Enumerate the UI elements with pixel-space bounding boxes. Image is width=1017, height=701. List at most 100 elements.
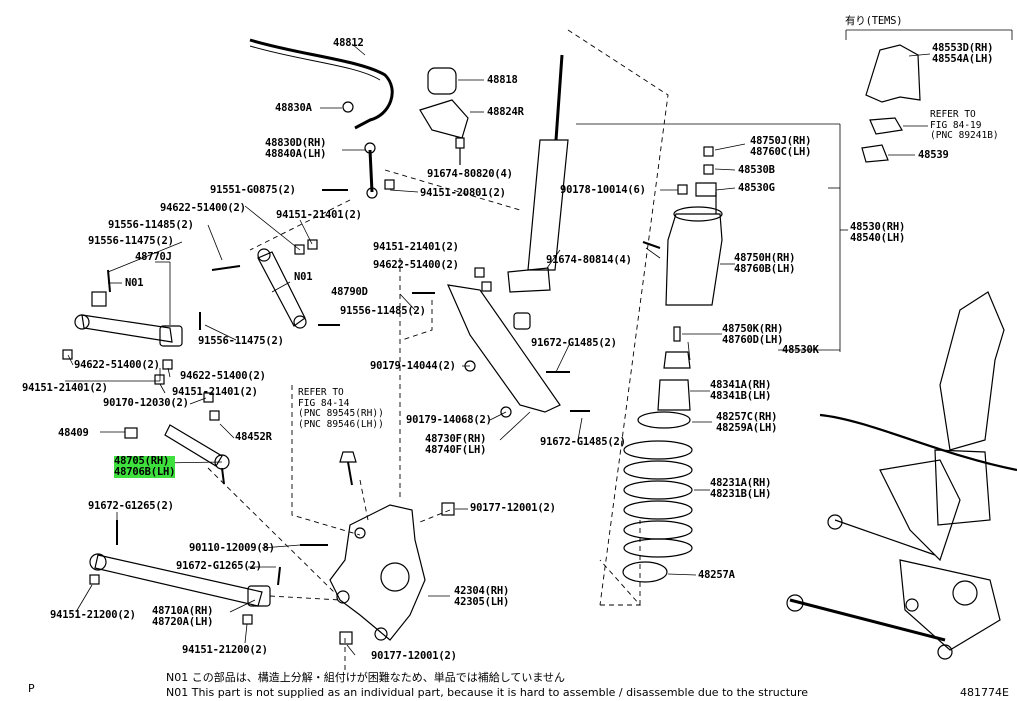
refer-line-1: REFER TO <box>298 387 344 398</box>
label-48554a-lh: 48554A(LH) <box>932 53 994 65</box>
tems-cover <box>865 44 921 103</box>
label-90110-12009[interactable]: 90110-12009(8) <box>189 542 275 554</box>
label-42305-lh: 42305(LH) <box>454 596 510 608</box>
stabilizer-bracket <box>419 99 469 139</box>
label-91551-g0875[interactable]: 91551-G0875(2) <box>210 184 296 196</box>
note-n01-japanese: N01 この部品は、構造上分解・組付けが困難なため、単品では補給していません <box>166 671 566 684</box>
assembled-view <box>939 291 1005 451</box>
label-90177-12001-a[interactable]: 90177-12001(2) <box>470 502 556 514</box>
refer-line-3: (PNC 89241B) <box>930 130 999 141</box>
label-48705-highlighted[interactable]: 48705(RH) 48706B(LH) <box>114 456 175 478</box>
label-48770j[interactable]: 48770J <box>135 251 172 263</box>
label-48830a[interactable]: 48830A <box>275 102 312 114</box>
label-94151-21200-b[interactable]: 94151-21200(2) <box>182 644 268 656</box>
label-91556-11475-b[interactable]: 91556-11475(2) <box>198 335 284 347</box>
label-94622-51400-d[interactable]: 94622-51400(2) <box>373 259 459 271</box>
upper-arm-48790d <box>257 251 306 327</box>
label-48730f[interactable]: 48730F(RH) 48740F(LH) <box>425 434 486 456</box>
label-48452r[interactable]: 48452R <box>235 431 272 443</box>
label-48231b-lh: 48231B(LH) <box>710 488 772 500</box>
label-n01-a[interactable]: N01 <box>125 277 144 289</box>
label-48530[interactable]: 48530(RH) 48540(LH) <box>850 222 905 244</box>
label-48830d[interactable]: 48830D(RH) 48840A(LH) <box>265 138 326 160</box>
label-48750k[interactable]: 48750K(RH) 48760D(LH) <box>722 324 783 346</box>
label-94151-21401-b[interactable]: 94151-21401(2) <box>22 382 108 394</box>
label-94151-20801[interactable]: 94151-20801(2) <box>420 187 506 199</box>
label-48824r[interactable]: 48824R <box>487 106 524 118</box>
label-94622-51400-b[interactable]: 94622-51400(2) <box>74 359 160 371</box>
label-90179-14044[interactable]: 90179-14044(2) <box>370 360 456 372</box>
label-91672-g1485-a[interactable]: 91672-G1485(2) <box>531 337 617 349</box>
label-48530-rh: 48530(RH) <box>850 221 906 233</box>
label-91672-g1485-b[interactable]: 91672-G1485(2) <box>540 436 626 448</box>
label-48257c-rh: 48257C(RH) <box>716 411 778 423</box>
label-48257a[interactable]: 48257A <box>698 569 735 581</box>
figure-id: 481774E <box>960 686 1009 699</box>
label-94151-21401-c[interactable]: 94151-21401(2) <box>172 386 258 398</box>
stabilizer-link <box>368 149 374 193</box>
label-90177-12001-b[interactable]: 90177-12001(2) <box>371 650 457 662</box>
label-90170-12030[interactable]: 90170-12030(2) <box>103 397 189 409</box>
label-n01-b[interactable]: N01 <box>294 271 313 283</box>
bound-stopper <box>657 379 691 411</box>
label-48750j-rh: 48750J(RH) <box>750 135 812 147</box>
label-48539[interactable]: 48539 <box>918 149 949 161</box>
label-91672-g1265-a[interactable]: 91672-G1265(2) <box>88 500 174 512</box>
label-48830d-rh: 48830D(RH) <box>265 137 327 149</box>
label-48553d-rh: 48553D(RH) <box>932 42 994 54</box>
label-90178-10014[interactable]: 90178-10014(6) <box>560 184 646 196</box>
label-48706b-lh: 48706B(LH) <box>114 466 176 478</box>
label-48760c-lh: 48760C(LH) <box>750 146 812 158</box>
label-48409[interactable]: 48409 <box>58 427 89 439</box>
label-48818[interactable]: 48818 <box>487 74 518 86</box>
label-48840a-lh: 48840A(LH) <box>265 148 327 160</box>
label-48530g[interactable]: 48530G <box>738 182 775 194</box>
note-n01-english: N01 This part is not supplied as an indi… <box>166 686 809 699</box>
upper-support <box>665 213 723 306</box>
label-48710a[interactable]: 48710A(RH) 48720A(LH) <box>152 606 213 628</box>
arm-48770j <box>81 314 173 343</box>
label-91556-11485-a[interactable]: 91556-11485(2) <box>108 219 194 231</box>
label-48257c[interactable]: 48257C(RH) 48259A(LH) <box>716 412 777 434</box>
label-90179-14068[interactable]: 90179-14068(2) <box>406 414 492 426</box>
knuckle-42304 <box>329 504 426 641</box>
label-48812[interactable]: 48812 <box>333 37 364 49</box>
stabilizer-bar <box>249 38 394 130</box>
refer-to-fig-84-19[interactable]: REFER TO FIG 84-19 (PNC 89241B) <box>930 109 999 142</box>
label-91556-11485-b[interactable]: 91556-11485(2) <box>340 305 426 317</box>
page-marker: P <box>28 682 35 695</box>
label-94622-51400-c[interactable]: 94622-51400(2) <box>180 370 266 382</box>
label-48750j[interactable]: 48750J(RH) 48760C(LH) <box>750 136 811 158</box>
refer-line-2: FIG 84-14 <box>298 397 350 409</box>
label-48341a-rh: 48341A(RH) <box>710 379 772 391</box>
label-48750h[interactable]: 48750H(RH) 48760B(LH) <box>734 253 795 275</box>
label-91674-80820[interactable]: 91674-80820(4) <box>427 168 513 180</box>
refer-to-fig-84-14[interactable]: REFER TO FIG 84-14 (PNC 89545(RH)) (PNC … <box>298 387 384 430</box>
label-94622-51400-a[interactable]: 94622-51400(2) <box>160 202 246 214</box>
lower-insulator <box>622 561 668 583</box>
label-91674-80814[interactable]: 91674-80814(4) <box>546 254 632 266</box>
label-48750h-rh: 48750H(RH) <box>734 252 796 264</box>
label-48750k-rh: 48750K(RH) <box>722 323 784 335</box>
label-42304[interactable]: 42304(RH) 42305(LH) <box>454 586 509 608</box>
label-48231a[interactable]: 48231A(RH) 48231B(LH) <box>710 478 771 500</box>
label-48730f-rh: 48730F(RH) <box>425 433 487 445</box>
label-48705-rh: 48705(RH) <box>114 456 176 467</box>
label-94151-21200-a[interactable]: 94151-21200(2) <box>50 609 136 621</box>
label-94151-21401-a[interactable]: 94151-21401(2) <box>276 209 362 221</box>
label-94151-21401-d[interactable]: 94151-21401(2) <box>373 241 459 253</box>
label-48259a-lh: 48259A(LH) <box>716 422 778 434</box>
label-48530k[interactable]: 48530K <box>782 344 819 356</box>
label-48530b[interactable]: 48530B <box>738 164 775 176</box>
label-48790d[interactable]: 48790D <box>331 286 368 298</box>
label-48540-lh: 48540(LH) <box>850 232 906 244</box>
stabilizer-bushing <box>427 67 457 95</box>
coil-spring <box>623 440 693 558</box>
label-91672-g1265-b[interactable]: 91672-G1265(2) <box>176 560 262 572</box>
label-91556-11475-a[interactable]: 91556-11475(2) <box>88 235 174 247</box>
label-48553d[interactable]: 48553D(RH) 48554A(LH) <box>932 43 993 65</box>
label-42304-rh: 42304(RH) <box>454 585 510 597</box>
refer-line-1: REFER TO <box>930 109 976 120</box>
label-48341a[interactable]: 48341A(RH) 48341B(LH) <box>710 380 771 402</box>
